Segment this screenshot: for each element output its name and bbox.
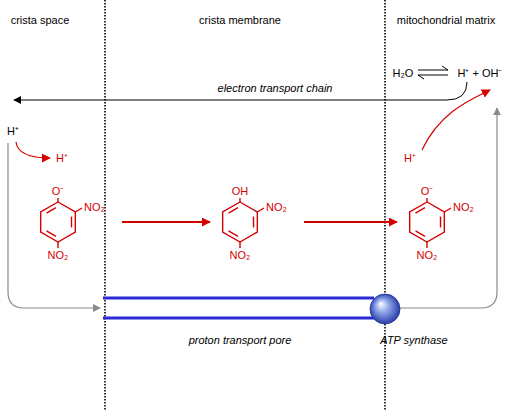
double-bond: [440, 217, 441, 228]
double-bond: [229, 231, 238, 236]
structure-label: ATP synthase: [380, 334, 447, 347]
substituent-bond: [257, 208, 264, 212]
region-heading: crista membrane: [199, 14, 281, 27]
atp-synthase-sphere: [370, 294, 400, 324]
substituent-bond: [426, 198, 427, 202]
proton-label: H⁺: [56, 152, 68, 165]
double-bond: [253, 217, 254, 228]
proton-arrow: [422, 90, 490, 150]
benzene-ring: [399, 178, 490, 270]
benzene-ring: [212, 178, 303, 270]
ring-bond: [41, 202, 76, 242]
equilibrium-arrow: [418, 66, 448, 70]
atom-group: NO₂: [417, 249, 438, 262]
pathway-label: electron transport chain: [218, 82, 333, 95]
substituent-bond: [57, 242, 58, 248]
molecule-structure: O⁻ NO₂ NO₂: [399, 178, 490, 270]
reaction-arrow: [304, 221, 397, 223]
atom-group: NO₂: [266, 201, 287, 214]
atom-group: OH: [232, 185, 249, 198]
proton-label: H⁺: [7, 125, 19, 138]
region-heading: crista space: [11, 14, 70, 27]
atom-group: O⁻: [52, 185, 65, 198]
double-bond: [416, 231, 425, 236]
double-bond: [416, 208, 425, 213]
proton-flow-arrow: [400, 108, 497, 308]
atom-group: NO₂: [48, 249, 69, 262]
atom-group: NO₂: [230, 249, 251, 262]
double-bond: [47, 208, 56, 213]
ring-bond: [410, 202, 445, 242]
substituent-bond: [444, 208, 451, 212]
substituent-bond: [239, 198, 240, 202]
reaction-arrow: [122, 221, 210, 223]
electron-transport-arrow: [14, 82, 467, 100]
pore-wall: [103, 297, 374, 300]
chemical-formula: H₂O: [393, 67, 414, 80]
pore-wall: [103, 317, 374, 320]
double-bond: [229, 208, 238, 213]
proton-arrow: [16, 142, 50, 158]
molecule-structure: O⁻ NO₂ NO₂: [30, 178, 121, 270]
proton-flow-arrow: [8, 143, 100, 308]
chemical-formula: H⁺ + OH⁻: [458, 67, 503, 80]
molecule-structure: OH NO₂ NO₂: [212, 178, 303, 270]
substituent-bond: [57, 198, 58, 202]
membrane-boundary: [384, 0, 386, 410]
proton-label: H⁺: [404, 152, 416, 165]
double-bond: [71, 217, 72, 228]
atom-group: NO₂: [84, 201, 105, 214]
double-bond: [47, 231, 56, 236]
structure-label: proton transport pore: [189, 334, 292, 347]
atom-group: O⁻: [421, 185, 434, 198]
substituent-bond: [239, 242, 240, 248]
ring-bond: [223, 202, 258, 242]
equilibrium-arrow: [418, 75, 448, 79]
atom-group: NO₂: [453, 201, 474, 214]
benzene-ring: [30, 178, 121, 270]
region-heading: mitochondrial matrix: [397, 14, 495, 27]
substituent-bond: [75, 208, 82, 212]
substituent-bond: [426, 242, 427, 248]
